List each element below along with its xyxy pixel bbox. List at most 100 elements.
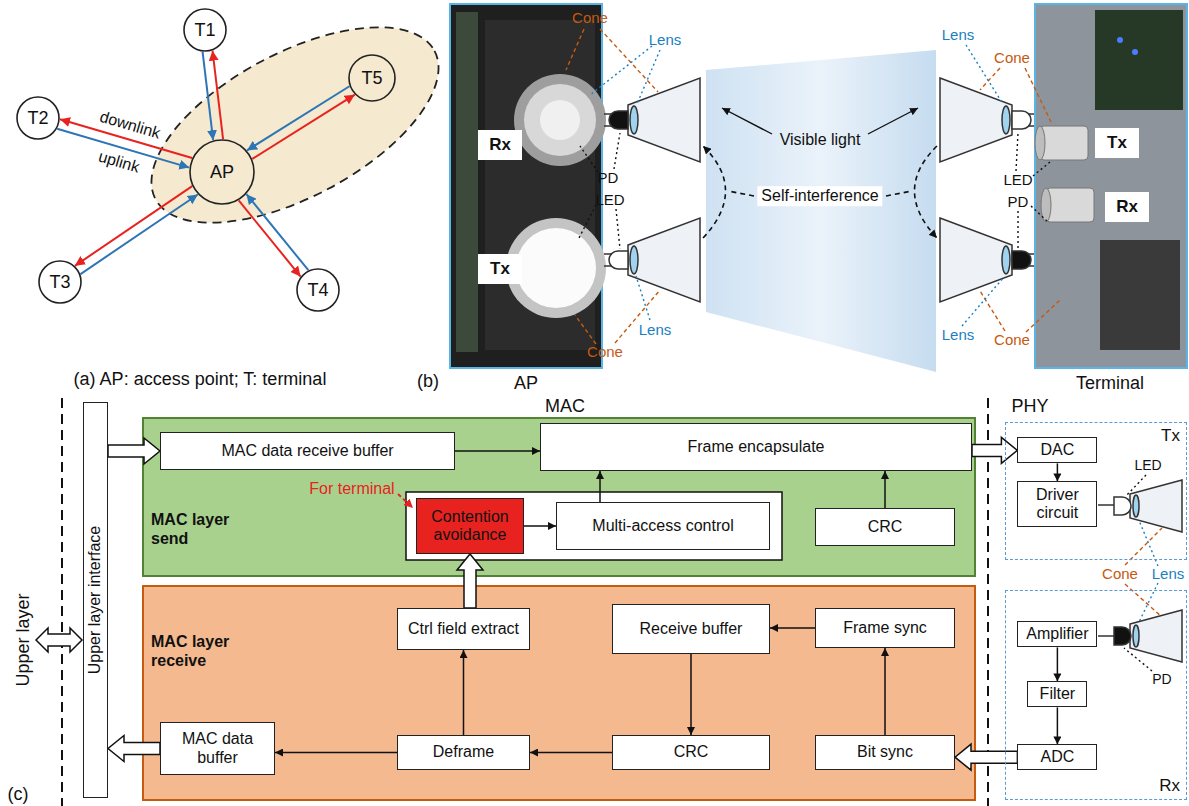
signal-arrow [275,752,397,754]
terminal-photo [1035,126,1045,160]
process-box: Frame sync [815,608,955,648]
ap-photo [516,228,596,308]
cone-icon [628,78,700,162]
ap-photo [540,100,580,140]
cone-icon [630,246,638,274]
block-arrow [457,554,483,608]
terminal-photo [1035,4,1187,368]
ap-photo [514,74,606,166]
cone-icon [628,218,700,302]
self-interference-arc [703,146,937,238]
process-box: Ctrl field extract [397,608,530,650]
label: MAC [545,397,585,417]
access-group-box [406,492,782,560]
node-text: MAC data buffer [165,730,270,767]
circle-outline [17,97,59,139]
leader-line [962,277,1004,326]
label: (c) [8,785,29,805]
leader-line [1016,133,1018,171]
process-box: Frame encapsulate [540,423,972,471]
terminal-photo [1100,240,1180,350]
node-text: ADC [1041,748,1075,766]
node-text: Contention avoidance [421,508,519,545]
cone-icon [604,265,612,267]
leader-line [566,29,584,70]
process-box: MAC data buffer [160,722,275,775]
mac-send-panel: MAC layer sendMAC data receive bufferFra… [143,418,975,576]
label: AP [514,374,538,394]
signal-arrow [246,194,308,270]
leader-line [578,205,596,240]
ap-photo [485,20,595,350]
cone-icon [604,113,612,115]
label: Upper layer [14,593,34,686]
node-text: Receive buffer [640,620,743,638]
led-symbol [1130,480,1182,532]
coverage-ellipse [122,0,469,263]
label: Cone [1102,566,1138,583]
ap-photo [524,84,596,156]
terminal-pointer [398,494,413,508]
label: Cone [572,10,608,27]
layer-panel-fill [143,586,975,800]
leader-line [637,50,660,104]
circle-outline [184,9,226,51]
led-symbol [1098,480,1182,532]
coverage-ellipse [122,0,469,263]
terminal-circle: T4 [296,268,340,312]
leader-line [616,209,620,249]
visible-light-arrow [722,108,772,134]
port-tag: Rx [1105,192,1149,222]
pd-symbol [1098,610,1182,662]
label: Lens [942,27,975,44]
signal-arrow [770,627,815,629]
signal-arrow [213,51,224,139]
node-text: Bit sync [857,743,913,761]
phy-rx-box: RxAmplifierFilterADC [1005,590,1187,800]
leader-line [1033,162,1050,176]
process-box: Driver circuit [1017,481,1097,527]
label: (b) [417,372,439,392]
port-tag: Rx [478,130,522,160]
node-text: Deframe [433,743,494,761]
node-text: Tx [490,259,510,279]
cone-icon [630,106,638,134]
signal-arrow [884,648,886,735]
circle-outline [349,55,395,101]
cone-icon [1028,265,1034,267]
terminal-circle: T1 [183,8,227,52]
signal-arrow [463,650,465,735]
edge-label: uplink [97,147,142,176]
label: Lens [649,32,682,49]
circle-outline [190,140,254,204]
process-box: Deframe [397,735,530,770]
cone-icon [604,253,612,255]
layer-divider [61,398,63,806]
node-text: Frame sync [843,619,927,637]
node-text: CRC [868,518,903,536]
process-box: DAC [1017,437,1097,463]
circle-outline [297,269,339,311]
terminal-circle: T5 [348,54,396,102]
self-interference-arc [703,146,726,238]
process-box: CRC [815,508,955,546]
signal-arrow [75,186,192,266]
terminal-photo [1132,49,1138,55]
node-text: Rx [1116,197,1138,217]
node-text: Multi-access control [592,517,733,535]
label: Lens [942,327,975,344]
label: PHY [1011,397,1048,417]
node-text: MAC data receive buffer [221,442,393,460]
layer-panel-fill [143,418,975,800]
cone-icon [604,125,612,127]
layer-divider [987,398,989,806]
node-text: T4 [307,280,328,301]
process-box: Receive buffer [612,604,770,654]
node-text: Tx [1161,426,1180,446]
label: Visible light [780,131,861,149]
interface-box: Upper layer interface [83,402,108,798]
